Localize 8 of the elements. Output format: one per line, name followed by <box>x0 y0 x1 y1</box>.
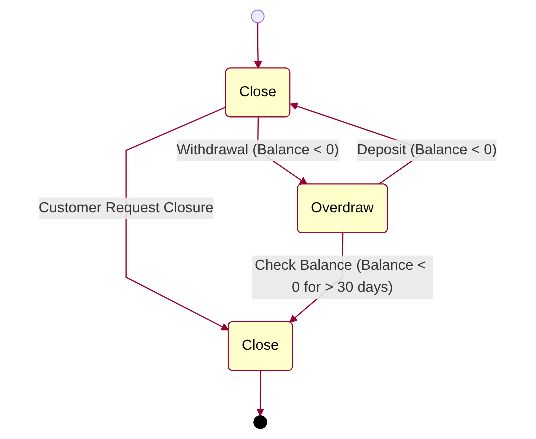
edge-label: Withdrawal (Balance < 0) <box>176 142 340 158</box>
node-circle <box>251 10 265 24</box>
edge-label: Deposit (Balance < 0) <box>357 142 498 158</box>
arrow <box>126 106 230 331</box>
arrow <box>256 371 265 416</box>
edge-label: Check Balance (Balance < 0 for > 30 days) <box>254 258 426 296</box>
arrow <box>254 22 262 70</box>
edge-label: Customer Request Closure <box>38 200 214 216</box>
